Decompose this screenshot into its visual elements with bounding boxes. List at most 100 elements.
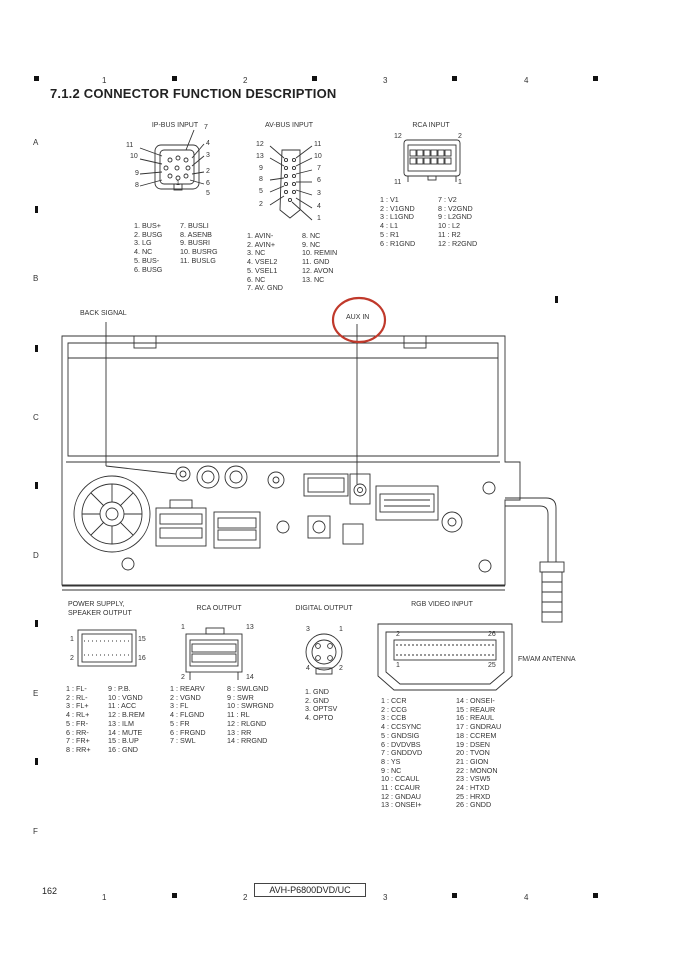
- pin-label: 1: [339, 626, 343, 633]
- list-item: 12 : RLGND: [227, 718, 267, 728]
- rgb-video-list-1: 1 : CCR 2 : CCG 3 : CCB 4 : CCSYNC 5 : G…: [381, 696, 423, 810]
- rgb-video-header: RGB VIDEO INPUT: [411, 601, 473, 608]
- digital-output-list: 1. GND 2. GND 3. OPTSV 4. OPTO: [305, 687, 337, 723]
- pin-label: 13: [256, 153, 264, 160]
- list-item: 12 : R2GND: [438, 238, 478, 248]
- list-item: 11. BUSLG: [180, 255, 216, 265]
- list-item: 19 : DSEN: [456, 739, 490, 749]
- list-item: 11 : CCAUR: [381, 783, 421, 793]
- list-item: 13. NC: [302, 274, 325, 284]
- pin-label: 11: [314, 141, 322, 148]
- list-item: 14 : ONSEI-: [456, 696, 495, 705]
- list-item: 1 : REARV: [170, 684, 205, 693]
- power-supply-header-line1: POWER SUPPLY,: [68, 601, 125, 608]
- pin-label: 5: [259, 188, 263, 195]
- pin-label: 11: [394, 179, 402, 186]
- frame-mark: [593, 76, 598, 81]
- list-item: 20 : TVON: [456, 748, 490, 758]
- list-item: 8 : YS: [381, 756, 401, 766]
- list-item: 7 : FR+: [66, 736, 90, 746]
- frame-mark: [452, 893, 457, 898]
- list-item: 6. BUSG: [134, 264, 163, 274]
- frame-mark: [555, 296, 558, 303]
- list-item: 7 : GNDDVD: [381, 748, 423, 758]
- ip-bus-header: IP-BUS INPUT: [151, 122, 199, 129]
- list-item: 9. NC: [302, 239, 321, 249]
- list-item: 4 : FLGND: [170, 710, 205, 720]
- pin-label: 7: [317, 165, 321, 172]
- list-item: 1 : FL-: [66, 684, 87, 693]
- frame-mark: [35, 620, 38, 627]
- list-item: 2. GND: [305, 695, 329, 705]
- list-item: 5. VSEL1: [247, 265, 278, 275]
- antenna-label: FM/AM ANTENNA: [518, 656, 576, 663]
- power-connector: [77, 629, 137, 667]
- list-item: 24 : HTXD: [456, 783, 490, 793]
- list-item: 10 : L2: [438, 221, 460, 231]
- pin-label: 1: [458, 179, 462, 186]
- column-number: 3: [383, 893, 388, 902]
- rca-output-list-1: 1 : REARV 2 : VGND 3 : FL 4 : FLGND 5 : …: [170, 684, 206, 746]
- digital-output-connector: [305, 633, 343, 675]
- list-item: 4. NC: [134, 247, 153, 257]
- page-number: 162: [42, 886, 58, 896]
- pin-label: 8: [135, 182, 139, 189]
- list-item: 1. GND: [305, 687, 329, 696]
- back-signal-label: BACK SIGNAL: [80, 310, 127, 317]
- pin-label: 1: [70, 636, 74, 643]
- pin-label: 4: [317, 203, 321, 210]
- list-item: 7 : V2: [438, 195, 457, 204]
- list-item: 11. GND: [302, 257, 330, 267]
- list-item: 10. BUSRG: [180, 247, 218, 257]
- list-item: 8 : RR+: [66, 744, 91, 754]
- list-item: 4 : CCSYNC: [381, 722, 422, 732]
- list-item: 8. ASENB: [180, 229, 212, 239]
- pin-label: 2: [70, 655, 74, 662]
- column-number: 3: [383, 76, 388, 85]
- list-item: 18 : CCREM: [456, 730, 497, 740]
- list-item: 25 : HRXD: [456, 791, 491, 801]
- list-item: 2 : V1GND: [380, 203, 415, 213]
- list-item: 10 : SWRGND: [227, 701, 274, 711]
- frame-mark: [452, 76, 457, 81]
- list-item: 3 : L1GND: [380, 212, 414, 222]
- list-item: 13 : ONSEI+: [381, 800, 422, 810]
- list-item: 10 : CCAUL: [381, 774, 420, 784]
- list-item: 12 : B.REM: [108, 710, 145, 720]
- frame-mark: [312, 76, 317, 81]
- pin-label: 2: [396, 631, 400, 638]
- pin-label: 13: [246, 624, 254, 631]
- pin-label: 14: [246, 674, 254, 681]
- pin-label: 7: [204, 124, 208, 131]
- pin-label: 6: [317, 177, 321, 184]
- pin-label: 16: [138, 655, 146, 662]
- column-number: 2: [243, 76, 248, 85]
- power-supply-header-line2: SPEAKER OUTPUT: [68, 610, 132, 617]
- list-item: 11 : ACC: [108, 701, 137, 711]
- list-item: 3 : FL: [170, 701, 189, 711]
- pin-label: 10: [314, 153, 322, 160]
- list-item: 5. BUS-: [134, 255, 160, 265]
- pin-label: 5: [206, 190, 210, 197]
- pin-label: 12: [394, 133, 402, 140]
- list-item: 2 : RL-: [66, 692, 88, 702]
- pin-label: 1: [317, 215, 321, 222]
- list-item: 3. LG: [134, 238, 152, 248]
- column-number: 4: [524, 893, 529, 902]
- row-letter: D: [33, 551, 39, 560]
- row-letter: B: [33, 274, 39, 283]
- pin-label: 10: [130, 153, 138, 160]
- column-number: 2: [243, 893, 248, 902]
- column-number: 4: [524, 76, 529, 85]
- list-item: 5 : R1: [380, 229, 400, 239]
- row-letter: C: [33, 413, 39, 422]
- list-item: 1 : CCR: [381, 696, 407, 705]
- row-letter: F: [33, 827, 38, 836]
- column-number: 1: [102, 893, 107, 902]
- frame-mark: [35, 482, 38, 489]
- list-item: 4 : L1: [380, 221, 398, 231]
- rgb-video-connector: [377, 623, 513, 691]
- list-item: 5 : FR: [170, 718, 190, 728]
- list-item: 12 : GNDAU: [381, 791, 421, 801]
- list-item: 9 : P.B.: [108, 684, 131, 693]
